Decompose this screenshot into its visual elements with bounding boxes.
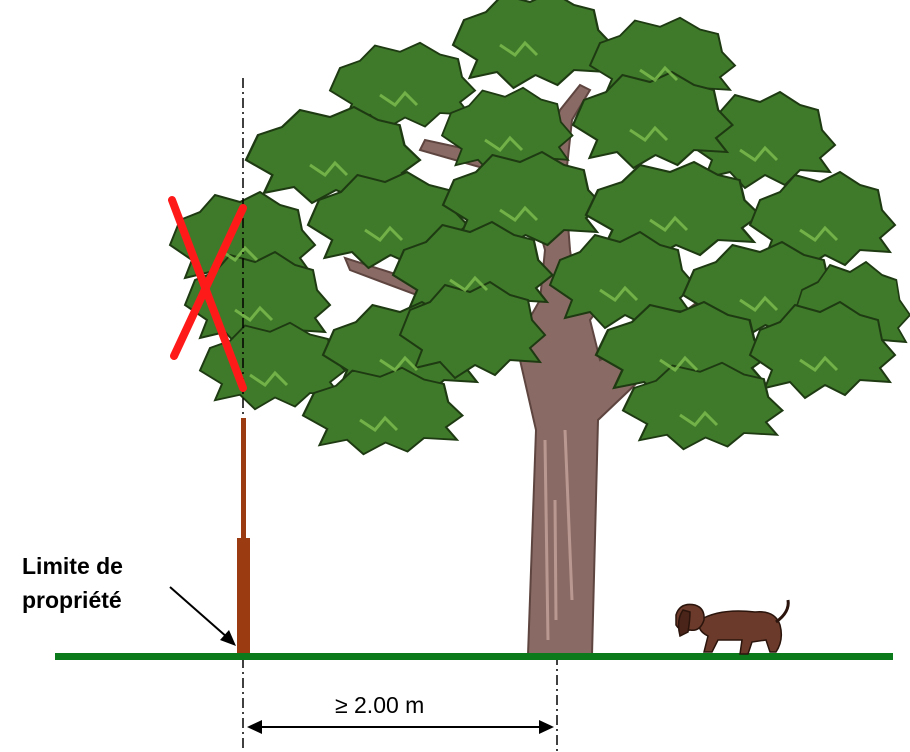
distance-label: ≥ 2.00 m	[335, 692, 424, 718]
label-pointer-arrow	[169, 586, 236, 646]
tree-foliage	[169, 0, 910, 456]
property-limit-label-line1: Limite de	[22, 553, 123, 579]
ground-line	[55, 653, 893, 660]
fence-post-thin	[241, 418, 246, 540]
property-limit-label-line2: propriété	[22, 587, 122, 613]
fence-post	[237, 538, 250, 656]
distance-dimension	[247, 720, 554, 734]
red-x-mark-icon	[168, 196, 247, 392]
dog-icon	[675, 599, 790, 655]
